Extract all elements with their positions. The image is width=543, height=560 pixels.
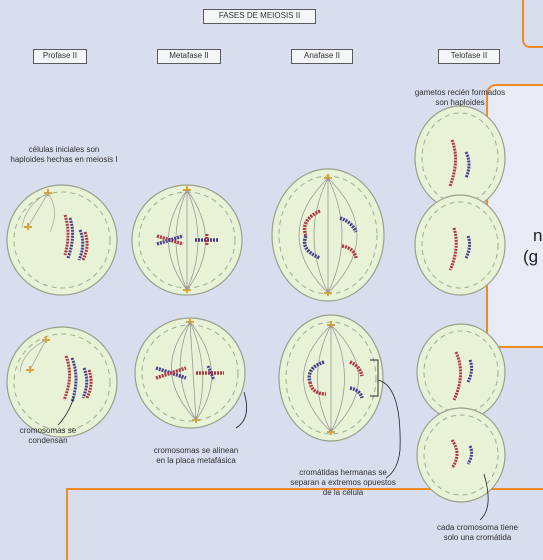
meiosis-cells-drawing (0, 0, 543, 546)
note-condense: cromosomas se condensan (8, 426, 88, 446)
note-gametes: gametos recién formados son haploides (400, 88, 520, 108)
anaphase-cell-bottom (279, 315, 400, 478)
note-initial-cells: células iniciales son haploides hechas e… (0, 145, 128, 165)
note-gametes-line2: son haploides (400, 98, 520, 108)
metaphase-cell-bottom (135, 318, 247, 428)
note-separate: cromátidas hermanas se separan a extremo… (268, 468, 418, 498)
note-condense-line1: cromosomas se (8, 426, 88, 436)
anaphase-cell-top (272, 169, 384, 301)
note-separate-line1: cromátidas hermanas se (268, 468, 418, 478)
note-initial-cells-line2: haploides hechas en meiosis I (0, 155, 128, 165)
note-align-line2: en la placa metafásica (126, 456, 266, 466)
note-align-line1: cromosomas se alinean (126, 446, 266, 456)
prophase-cell-bottom (7, 327, 117, 437)
telophase-cells-top (415, 106, 505, 295)
note-separate-line3: de la célula (268, 488, 418, 498)
note-one-chromatid-line2: solo una cromátida (412, 533, 543, 543)
note-separate-line2: separan a extremos opuestos (268, 478, 418, 488)
note-one-chromatid: cada cromosoma tiene solo una cromátida (412, 523, 543, 543)
metaphase-cell-top (132, 185, 242, 295)
note-one-chromatid-line1: cada cromosoma tiene (412, 523, 543, 533)
note-align: cromosomas se alinean en la placa metafá… (126, 446, 266, 466)
note-gametes-line1: gametos recién formados (400, 88, 520, 98)
note-initial-cells-line1: células iniciales son (0, 145, 128, 155)
telophase-cells-bottom (417, 324, 505, 520)
note-condense-line2: condensan (8, 436, 88, 446)
prophase-cell-top (7, 185, 117, 295)
